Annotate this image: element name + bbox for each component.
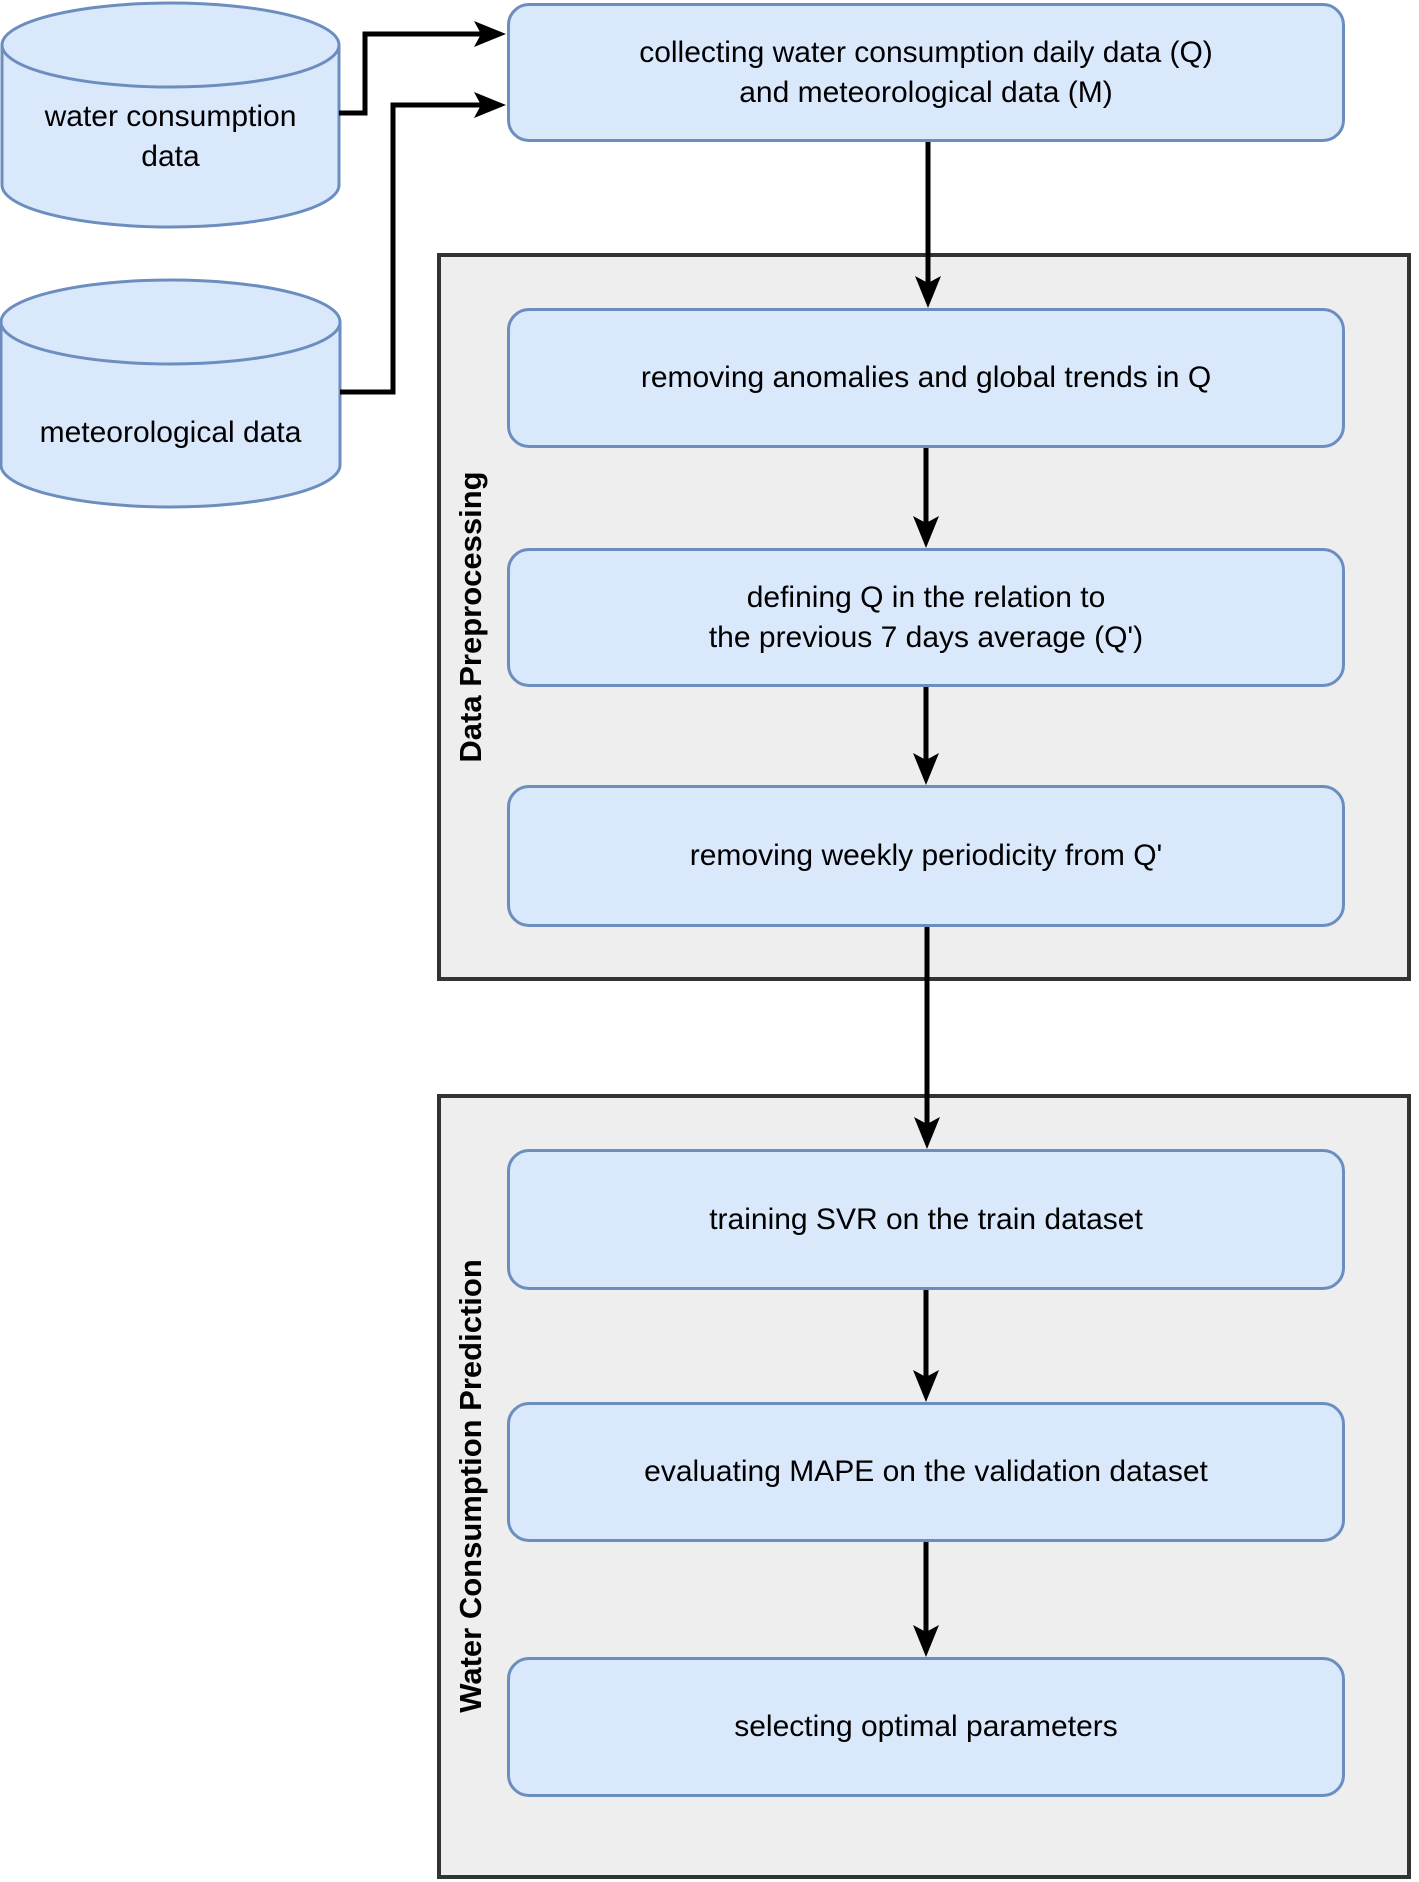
- step-training-svr: training SVR on the train dataset: [507, 1149, 1345, 1290]
- step-removing-weekly-periodicity: removing weekly periodicity from Q': [507, 785, 1345, 927]
- arrow-water-to-collecting: [339, 21, 506, 116]
- meteorological-database-cylinder: [0, 278, 342, 509]
- step-evaluating-mape: evaluating MAPE on the validation datase…: [507, 1402, 1345, 1542]
- step-selecting-optimal-parameters: selecting optimal parameters: [507, 1657, 1345, 1797]
- section-water-consumption-prediction-label: Water Consumption Prediction: [453, 1259, 488, 1713]
- water-consumption-data-label: water consumption data: [44, 100, 297, 173]
- section-data-preprocessing-label: Data Preprocessing: [453, 471, 488, 763]
- step-removing-anomalies: removing anomalies and global trends in …: [507, 308, 1345, 448]
- meteorological-data-label: meteorological data: [39, 416, 302, 449]
- step-defining-q-relation: defining Q in the relation to the previo…: [507, 548, 1345, 687]
- step-collecting-data: collecting water consumption daily data …: [507, 3, 1345, 142]
